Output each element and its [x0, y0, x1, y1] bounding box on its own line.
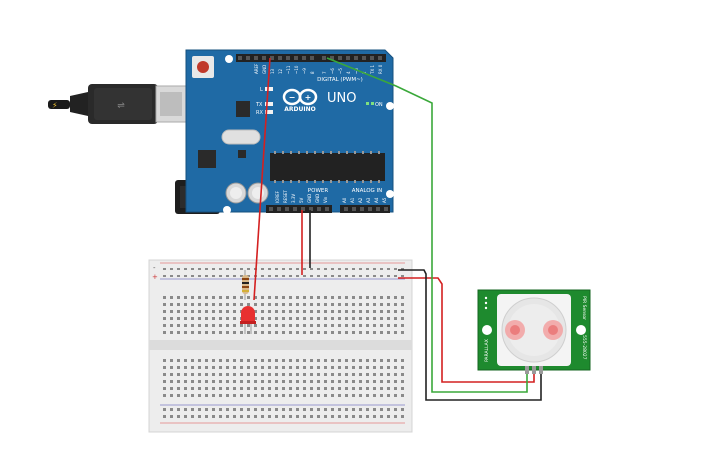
usb-chip: [236, 101, 250, 117]
breadboard-bottom-rail[interactable]: [160, 404, 405, 424]
mount-hole: [482, 325, 492, 335]
svg-text:IOREF: IOREF: [275, 190, 280, 203]
svg-text:~10: ~10: [294, 65, 299, 74]
pir-side-label: PIR Sensor: [581, 296, 587, 320]
svg-text:A3: A3: [366, 197, 371, 203]
led-tx-label: TX: [255, 102, 263, 108]
svg-text:~6: ~6: [330, 68, 335, 74]
led-l-label: L: [260, 87, 263, 93]
board-name: UNO: [327, 91, 356, 106]
breadboard-top-rail[interactable]: - +: [152, 262, 405, 281]
mount-hole: [223, 206, 231, 214]
svg-text:A0: A0: [342, 197, 347, 203]
svg-text:AREF: AREF: [254, 63, 259, 74]
bolt-icon: ⚡: [52, 101, 58, 110]
svg-text:TX 1: TX 1: [370, 65, 375, 75]
svg-text:A5: A5: [382, 197, 387, 203]
mount-hole: [225, 55, 233, 63]
status-leds: L TX RX: [255, 87, 273, 116]
mount-hole: [576, 325, 586, 335]
svg-text:8: 8: [310, 71, 315, 74]
svg-text:~5: ~5: [338, 68, 343, 74]
pir-part-number: 555-28027: [581, 335, 587, 360]
breadboard[interactable]: - +: [148, 259, 413, 433]
reset-button[interactable]: [192, 56, 214, 78]
svg-text:3.3V: 3.3V: [291, 194, 296, 203]
wire-led-signal[interactable]: [253, 57, 271, 301]
svg-text:−: −: [289, 93, 296, 102]
power-label: POWER: [308, 188, 329, 194]
analog-label: ANALOG IN: [352, 188, 383, 194]
led-rx-label: RX: [256, 110, 263, 116]
crystal: [221, 129, 261, 145]
on-label: ON: [375, 102, 383, 108]
voltage-regulator: [198, 150, 216, 168]
pir-pins[interactable]: [525, 366, 543, 374]
svg-text:13: 13: [270, 68, 275, 74]
atmega-chip: [270, 151, 385, 183]
breadboard-channel: [149, 340, 412, 350]
svg-text:RESET: RESET: [283, 190, 288, 203]
breadboard-terminal-top[interactable]: [160, 292, 405, 334]
power-header[interactable]: [266, 205, 390, 213]
svg-text:A4: A4: [374, 197, 379, 203]
usb-cable[interactable]: ⇌ ⚡: [48, 84, 187, 124]
svg-text:A1: A1: [350, 197, 355, 203]
wire-pir-signal[interactable]: [326, 57, 528, 393]
svg-text:4: 4: [346, 71, 351, 74]
svg-text:12: 12: [278, 68, 283, 74]
arduino-logo: − +: [282, 88, 318, 106]
svg-text:~11: ~11: [286, 65, 291, 74]
svg-text:5V: 5V: [299, 197, 304, 203]
svg-text:7: 7: [322, 71, 327, 74]
svg-text:A2: A2: [358, 197, 363, 203]
brand-label: ARDUINO: [284, 106, 315, 113]
mount-hole: [386, 190, 394, 198]
pir-sensor[interactable]: PARALLAX PIR Sensor 555-28027: [477, 289, 591, 374]
svg-text:GND: GND: [307, 194, 312, 203]
breadboard-terminal-bottom[interactable]: [160, 355, 405, 397]
svg-text:GND: GND: [315, 194, 320, 203]
svg-text:PARALLAX: PARALLAX: [484, 339, 490, 362]
red-led[interactable]: [240, 306, 256, 334]
resistor[interactable]: [242, 270, 249, 300]
mount-hole: [386, 102, 394, 110]
rail-plus-label: +: [152, 273, 158, 281]
svg-text:Vin: Vin: [323, 196, 328, 203]
arduino-uno-board[interactable]: AREF GND 13 12 ~11 ~10 ~9 8 7 ~6 ~5 4 ~3…: [185, 49, 394, 214]
svg-text:⇌: ⇌: [117, 101, 125, 111]
wire-pir-gnd[interactable]: [398, 269, 542, 401]
digital-label: DIGITAL (PWM~): [317, 77, 363, 83]
svg-text:GND: GND: [262, 65, 267, 74]
rail-minus-label: -: [153, 264, 156, 272]
svg-text:~9: ~9: [302, 68, 307, 74]
svg-text:RX 0: RX 0: [378, 64, 383, 74]
svg-text:+: +: [305, 93, 312, 102]
